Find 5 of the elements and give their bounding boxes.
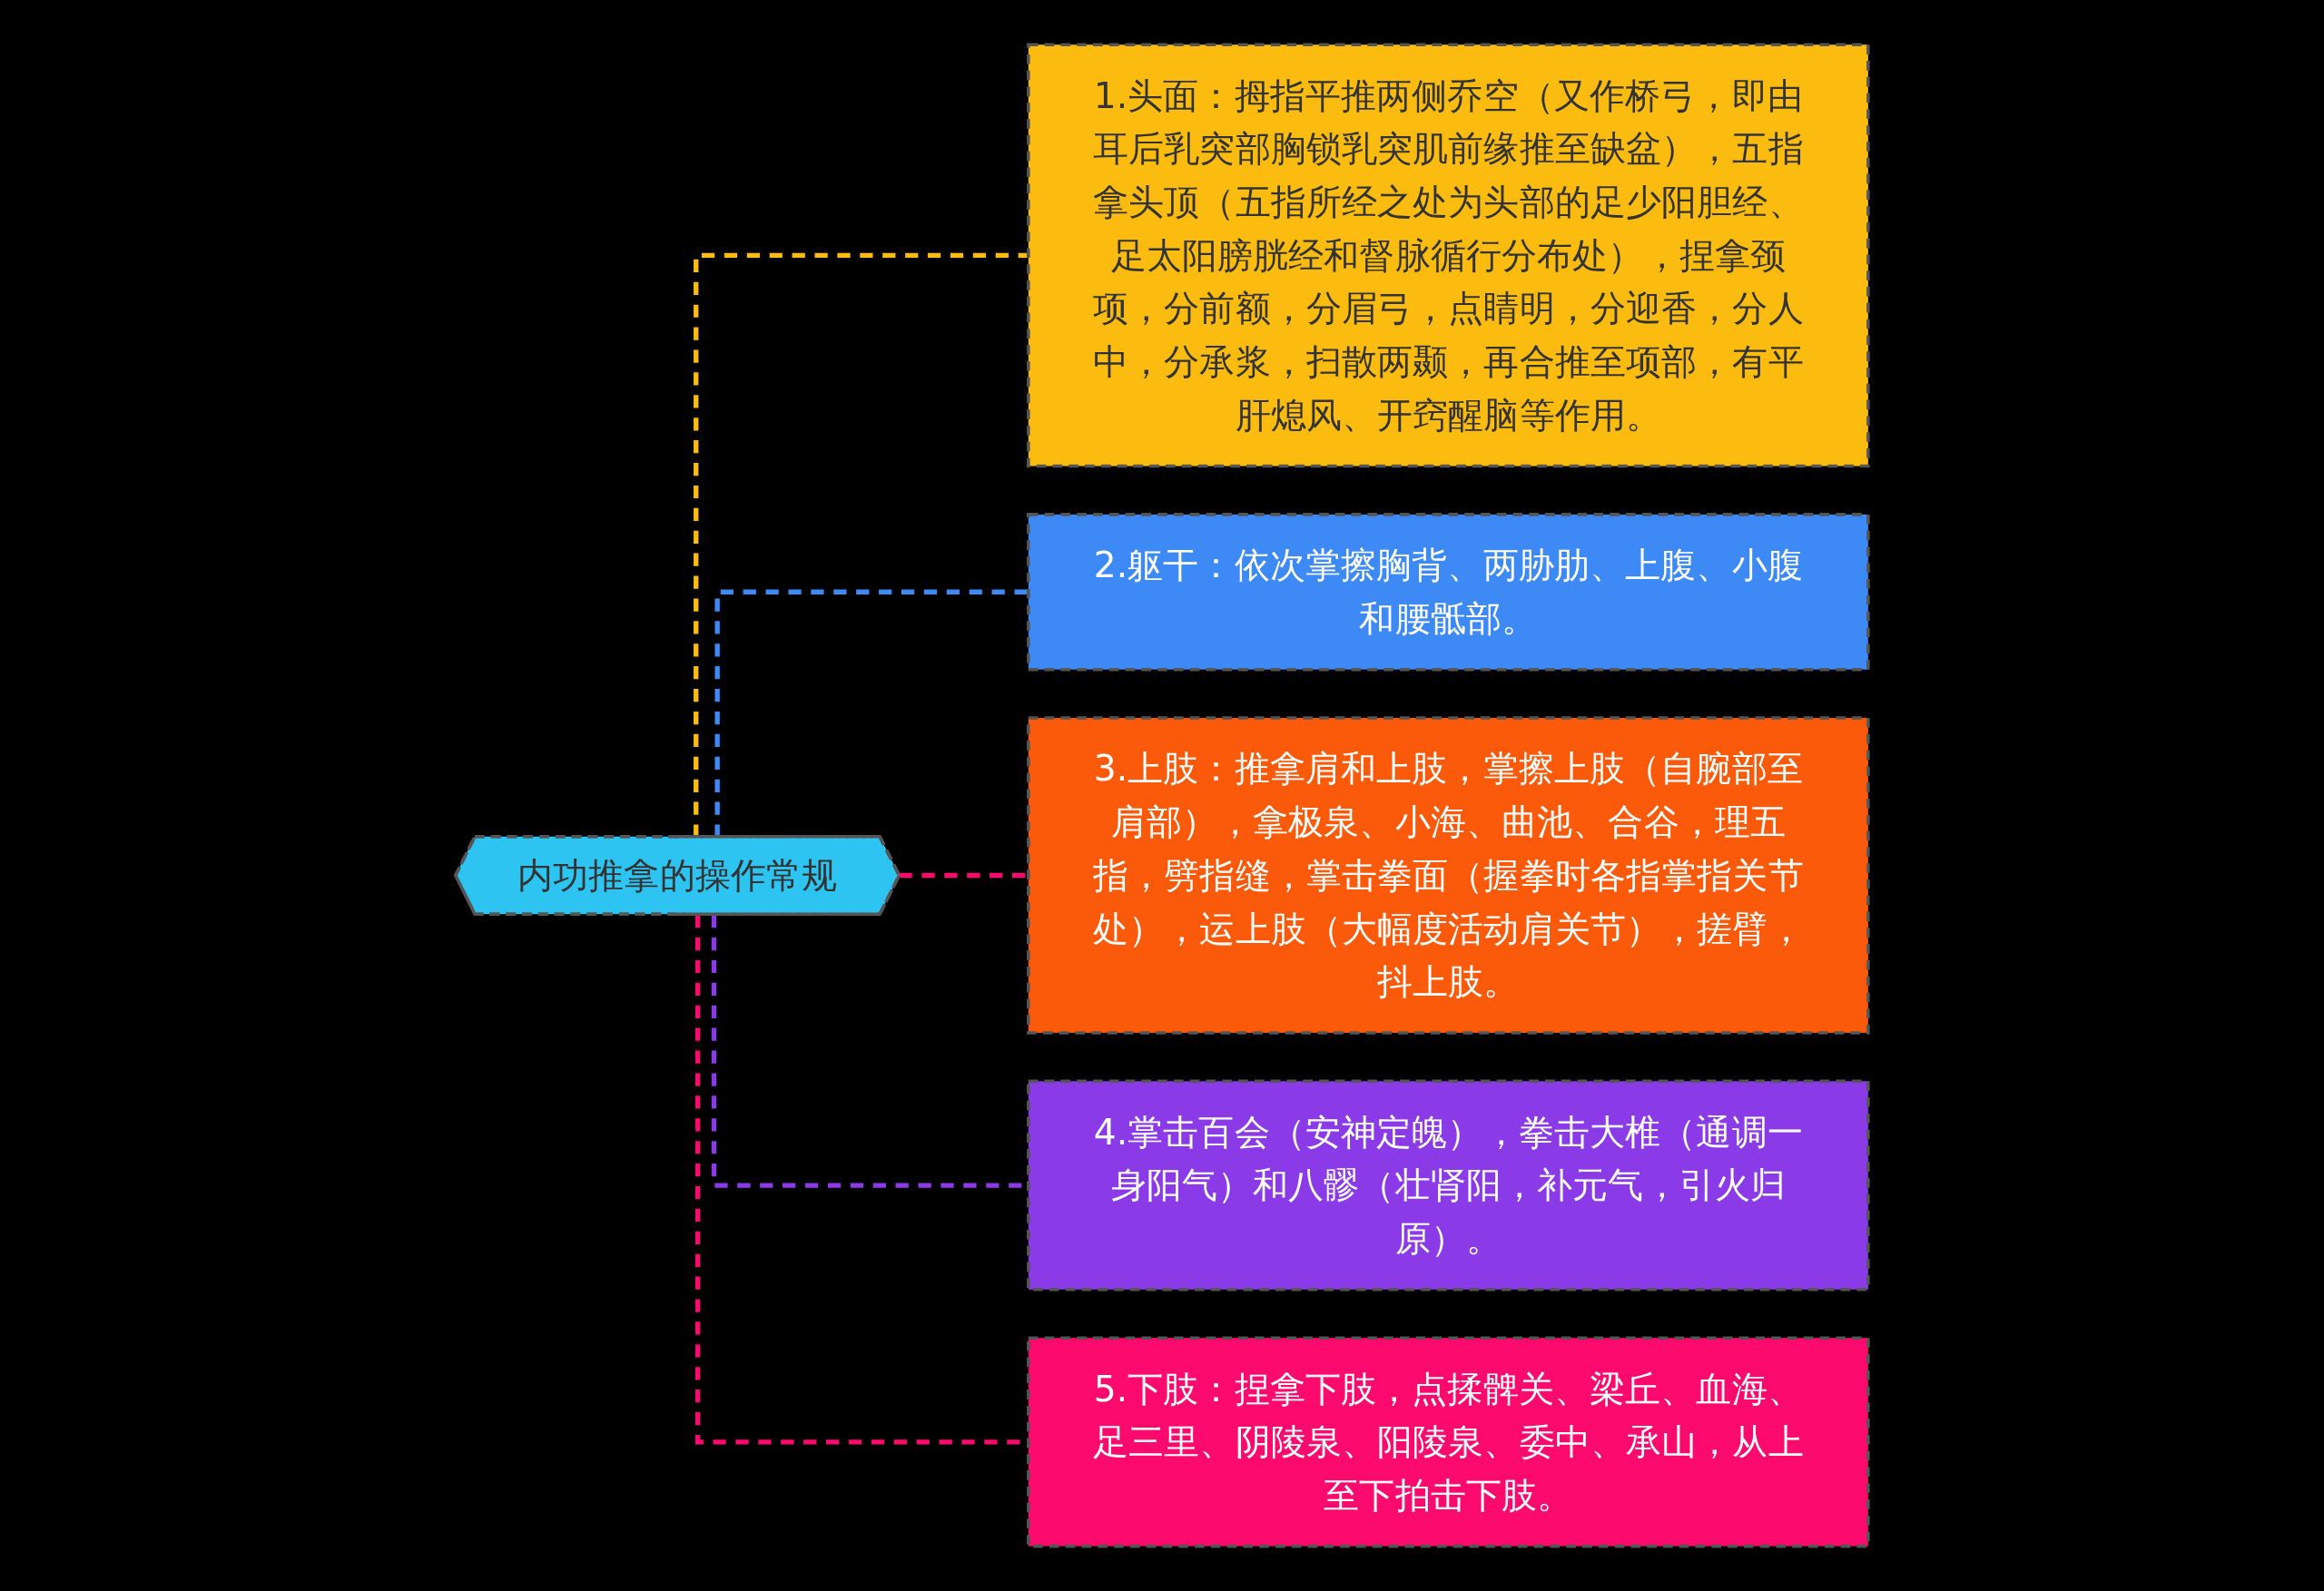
node-box: 1.头面：拇指平推两侧乔空（又作桥弓，即由耳后乳突部胸锁乳突肌前缘推至缺盆），五指拿头顶（五指所经之处为头部的足少阳胆经、足太阳膀胱经和督脉循行分布处），捏拿颈项，分前额，分眉弓，点睛明，分迎香，分人中，分承浆，扫散两颞，再合推至项部，有平肝熄风、开窍醒脑等作用。 [1027,43,1870,468]
node-box: 5.下肢：捏拿下肢，点揉髀关、梁丘、血海、足三里、阴陵泉、阳陵泉、委中、承山，从上至下拍击下肢。 [1027,1336,1870,1548]
node-box: 4.掌击百会（安神定魄），拳击大椎（通调一身阳气）和八髎（壮肾阳，补元气，引火归原）。 [1027,1079,1870,1291]
node-box: 2.躯干：依次掌擦胸背、两胁肋、上腹、小腹和腰骶部。 [1027,513,1870,672]
node-box: 3.上肢：推拿肩和上肢，掌擦上肢（自腕部至肩部），拿极泉、小海、曲池、合谷，理五指，劈指缝，掌击拳面（握拳时各指掌指关节处），运上肢（大幅度活动肩关节），搓臂，抖上肢。 [1027,716,1870,1035]
